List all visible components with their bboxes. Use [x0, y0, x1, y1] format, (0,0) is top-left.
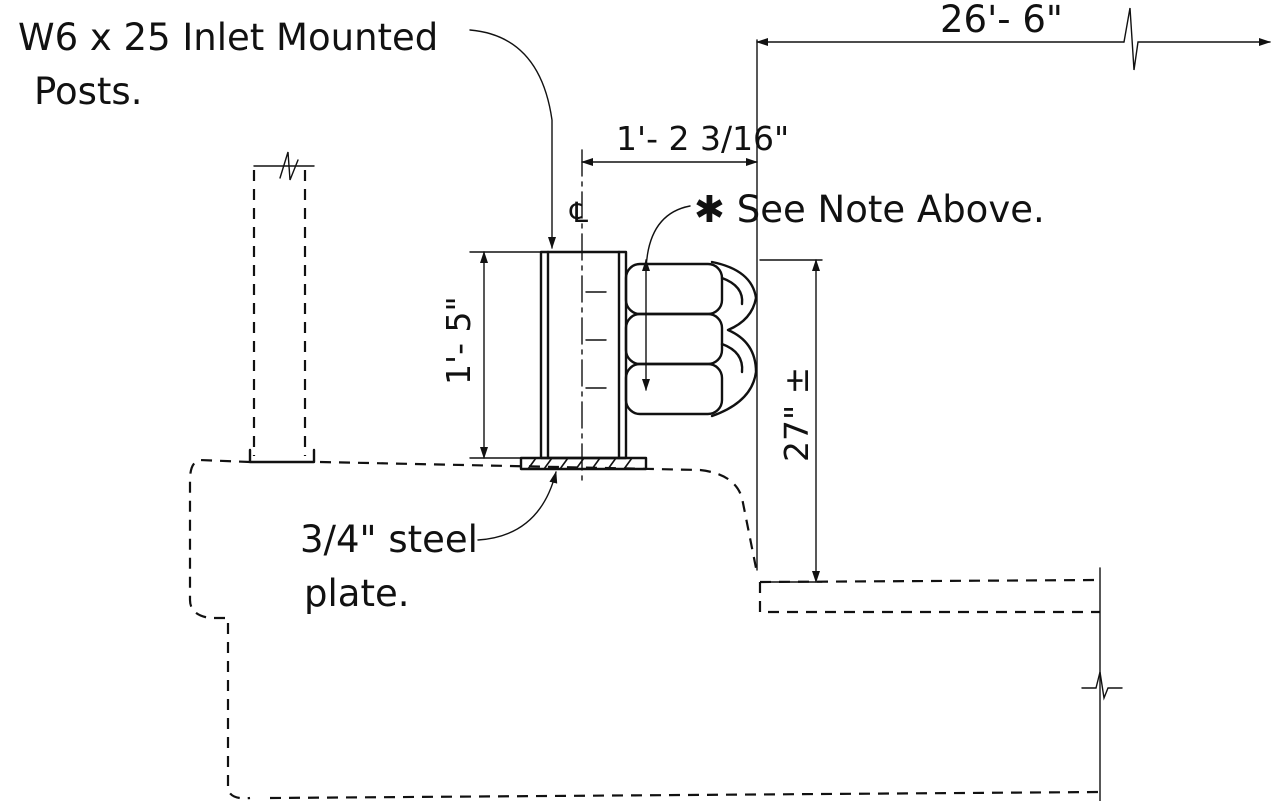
note-reference-label: ✱ See Note Above. — [694, 188, 1045, 231]
thrie-beam-rail — [624, 260, 758, 418]
rail-height-dimension-label: 27" ± — [777, 367, 816, 462]
post-callout-line1: W6 x 25 Inlet Mounted — [18, 16, 438, 59]
break-line-right — [1081, 567, 1123, 801]
w6x25-post — [539, 250, 628, 460]
existing-post-outline — [248, 151, 316, 464]
steel-plate — [519, 456, 648, 471]
plate-callout-leader — [477, 471, 558, 541]
offset-dimension-label: 1'- 2 3/16" — [616, 119, 789, 158]
overall-dimension-label: 26'- 6" — [940, 0, 1063, 41]
existing-structure-outline — [188, 458, 1101, 800]
note-reference-leader — [642, 205, 691, 391]
post-callout-line2: Posts. — [34, 70, 142, 113]
overall-dimension — [756, 7, 1271, 571]
plate-callout-line2: plate. — [304, 572, 409, 615]
centerline-symbol: ℄ — [569, 196, 588, 229]
rail-height-dimension — [759, 259, 823, 583]
post-height-dimension — [469, 251, 542, 459]
post-height-dimension-label: 1'- 5" — [439, 296, 478, 385]
plate-callout-line1: 3/4" steel — [300, 518, 478, 561]
post-callout-leader — [469, 29, 556, 249]
